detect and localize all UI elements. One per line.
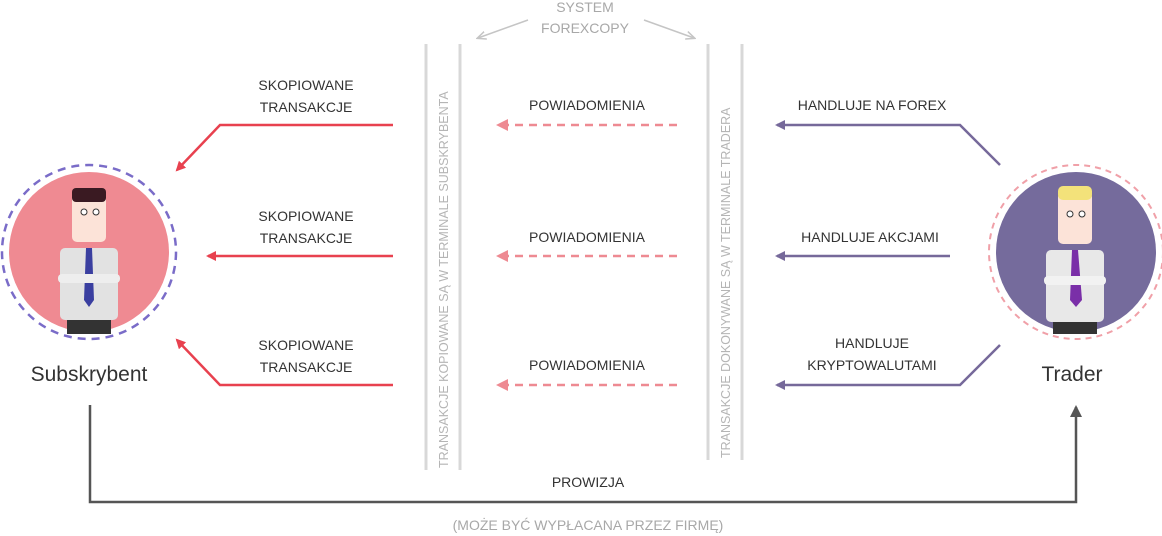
copied-arrow-1	[175, 123, 393, 172]
system-title-line1: SYSTEM	[556, 0, 614, 15]
copied-label-3b: TRANSAKCJE	[260, 359, 353, 375]
copied-arrow-3	[175, 338, 393, 387]
subscriber-terminal-label: TRANSAKCJE KOPIOWANE SĄ W TERMINALE SUBS…	[437, 91, 451, 468]
copied-label-1a: SKOPIOWANE	[258, 77, 353, 93]
notification-label-2: POWIADOMIENIA	[529, 229, 646, 245]
commission-label: PROWIZJA	[552, 474, 625, 490]
system-arrow-right	[643, 19, 694, 38]
notification-label-1: POWIADOMIENIA	[529, 97, 646, 113]
copied-label-3a: SKOPIOWANE	[258, 337, 353, 353]
commission-note: (MOŻE BYĆ WYPŁACANA PRZEZ FIRMĘ)	[453, 516, 724, 533]
notification-label-3: POWIADOMIENIA	[529, 357, 646, 373]
trader-avatar	[988, 164, 1162, 340]
system-title-line2: FOREXCOPY	[541, 20, 630, 36]
copied-label-2a: SKOPIOWANE	[258, 208, 353, 224]
trade-label-1: HANDLUJE NA FOREX	[798, 97, 947, 113]
system-arrow-left	[478, 19, 529, 38]
trade-label-3a: HANDLUJE	[835, 335, 909, 351]
trader-name: Trader	[1041, 363, 1102, 386]
person-icon	[58, 188, 120, 334]
subscriber-avatar	[0, 163, 178, 341]
trade-arrow-1	[775, 120, 1001, 166]
subscriber-terminal: TRANSAKCJE KOPIOWANE SĄ W TERMINALE SUBS…	[424, 44, 462, 470]
trader-terminal-label: TRANSAKCJE DOKONYWANE SĄ W TERMINALE TRA…	[719, 107, 733, 458]
commission-arrow	[88, 405, 1082, 504]
trade-label-2: HANDLUJE AKCJAMI	[801, 229, 939, 245]
trader-terminal: TRANSAKCJE DOKONYWANE SĄ W TERMINALE TRA…	[706, 44, 744, 460]
trade-label-3b: KRYPTOWALUTAMI	[807, 357, 936, 373]
copied-label-2b: TRANSAKCJE	[260, 230, 353, 246]
person-icon	[1044, 186, 1106, 334]
copied-label-1b: TRANSAKCJE	[260, 99, 353, 115]
subscriber-name: Subskrybent	[31, 363, 148, 386]
trade-arrow-3	[775, 344, 1001, 390]
